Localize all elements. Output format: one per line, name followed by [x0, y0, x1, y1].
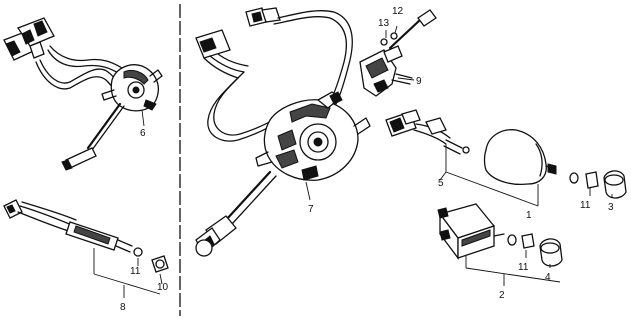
callout-2: 2 [499, 290, 505, 301]
switch-knob-assembly-1 [385, 109, 627, 207]
callout-4: 4 [545, 272, 551, 283]
callout-9: 9 [416, 76, 422, 87]
callout-11-upper: 11 [580, 200, 591, 211]
callout-6: 6 [140, 128, 146, 139]
connector-block-6 [3, 17, 55, 61]
switch-body-assembly-2 [437, 203, 563, 286]
switch-assembly-9 [359, 9, 437, 97]
callout-5: 5 [438, 178, 444, 189]
callout-12: 12 [392, 6, 404, 17]
combination-switch-assembly-7 [195, 7, 371, 257]
callout-13: 13 [378, 18, 390, 29]
combination-switch-assembly-6 [3, 17, 163, 171]
switch-assembly-8 [3, 199, 169, 298]
callout-11-lower: 11 [518, 262, 529, 273]
callout-10: 10 [157, 282, 169, 293]
callout-7: 7 [308, 204, 314, 215]
callout-3: 3 [608, 202, 614, 213]
callout-8: 8 [120, 302, 126, 313]
callout-11-left: 11 [130, 266, 141, 277]
callout-1: 1 [526, 210, 532, 221]
